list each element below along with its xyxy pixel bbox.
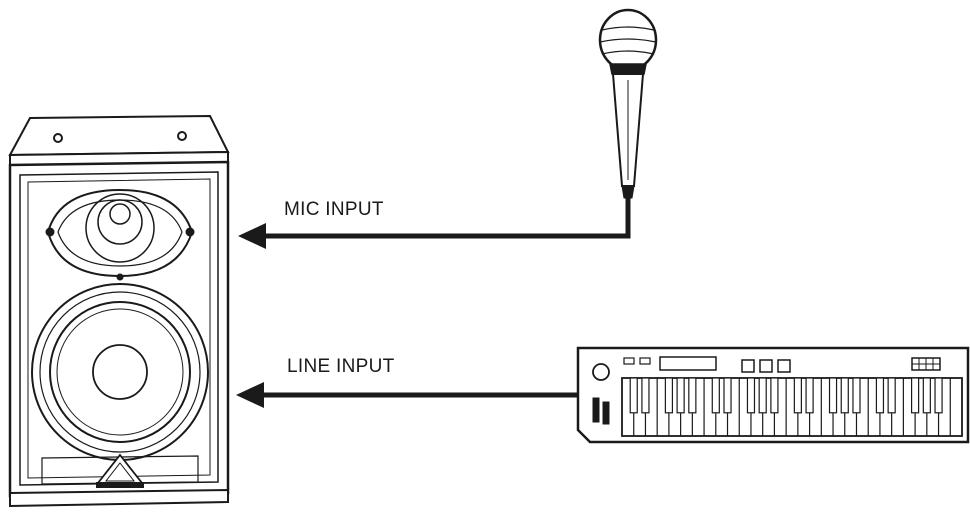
black-key — [746, 377, 756, 414]
speaker-cabinet-icon — [8, 114, 230, 508]
mic-input-label: MIC INPUT — [284, 199, 384, 220]
line-input-arrow — [236, 382, 264, 408]
black-key — [934, 377, 943, 414]
line-input-label: LINE INPUT — [287, 356, 395, 377]
black-key — [629, 377, 638, 414]
black-key — [641, 377, 650, 414]
black-key — [758, 377, 767, 414]
keyboard-icon — [576, 346, 970, 444]
black-key — [793, 377, 802, 414]
microphone-icon — [598, 8, 658, 199]
black-key — [875, 377, 885, 414]
black-key — [770, 377, 779, 414]
black-key — [828, 377, 838, 414]
black-key — [664, 377, 674, 414]
black-key — [805, 377, 814, 414]
black-key — [922, 377, 931, 414]
black-key — [676, 377, 685, 414]
black-key — [852, 377, 861, 414]
horn-driver — [45, 188, 195, 281]
black-key — [910, 377, 920, 414]
mic-input-arrow — [238, 223, 266, 249]
black-key — [723, 377, 732, 414]
mic-cable — [260, 198, 631, 239]
black-key — [688, 377, 697, 414]
black-key — [840, 377, 849, 414]
black-key — [887, 377, 896, 414]
black-key — [711, 377, 720, 414]
black-keys — [629, 377, 943, 414]
